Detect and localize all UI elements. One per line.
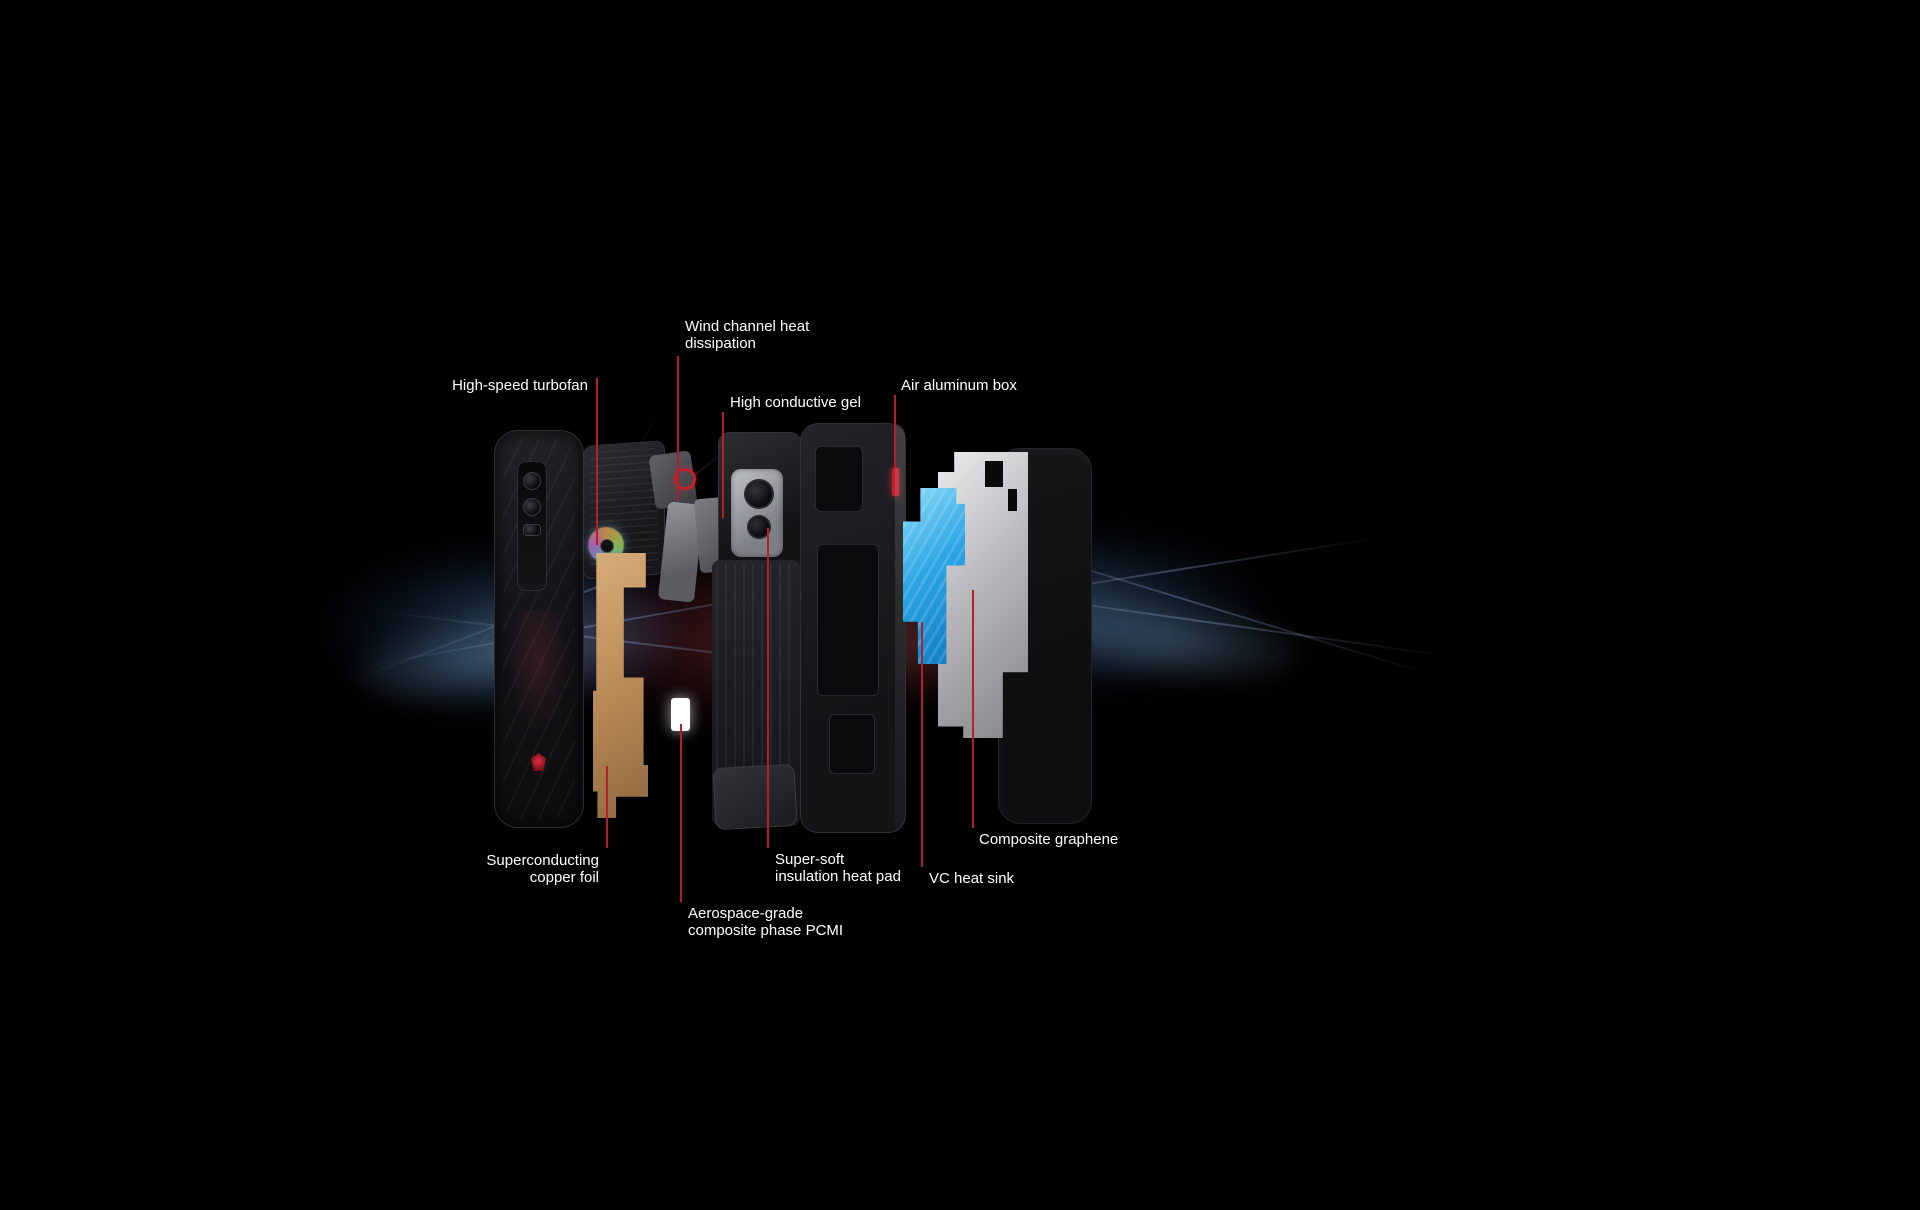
label-wind-channel-heat-dissipation: Wind channel heat dissipation [685, 318, 810, 352]
camera-block [731, 469, 783, 557]
frame-cutout [829, 714, 875, 774]
camera-bar [517, 461, 547, 591]
camera-lens-icon [744, 479, 774, 509]
mid-frame [800, 423, 906, 833]
turbofan-hub [600, 539, 614, 553]
brand-logo-icon [531, 753, 546, 771]
phone-back-cover [494, 430, 584, 828]
label-turbofan-line [596, 378, 598, 545]
camera-lens-icon [523, 472, 541, 490]
label-superconducting-copper-foil: Superconducting copper foil [486, 852, 599, 886]
label-copper-foil-line [606, 766, 608, 848]
label-aluminum-box-line [894, 395, 896, 469]
label-conductive-gel-line [722, 412, 724, 518]
label-vc-heat-sink: VC heat sink [929, 870, 1015, 887]
speaker-module [712, 763, 798, 831]
camera-flash-icon [523, 524, 541, 536]
camera-lens-icon [523, 498, 541, 516]
frame-cutout [817, 544, 879, 696]
back-cover-glow [509, 611, 567, 731]
frame-edge-highlight [895, 424, 905, 832]
aluminum-cutout [984, 460, 1003, 487]
wind-channel-red-ring [674, 468, 696, 490]
aluminum-cutout [1008, 489, 1018, 512]
pcmi-sheet [671, 698, 690, 731]
label-aerospace-composite-phase-pcmi: Aerospace-grade composite phase PCMI [688, 905, 844, 939]
label-heat-pad-line [767, 528, 769, 848]
label-composite-graphene: Composite graphene [979, 831, 1119, 848]
label-vc-heat-sink-line [921, 622, 923, 867]
frame-cutout [815, 446, 863, 512]
label-wind-channel-line [677, 356, 679, 501]
label-air-aluminum-box: Air aluminum box [901, 377, 1017, 394]
label-graphene-line [972, 590, 974, 828]
copper-foil-sheet [593, 553, 648, 818]
label-super-soft-insulation-heat-pad: Super-soft insulation heat pad [775, 851, 901, 885]
label-pcmi-line [680, 724, 682, 902]
label-high-speed-turbofan: High-speed turbofan [452, 377, 588, 394]
label-high-conductive-gel: High conductive gel [730, 394, 861, 411]
red-port-accent [892, 468, 899, 496]
